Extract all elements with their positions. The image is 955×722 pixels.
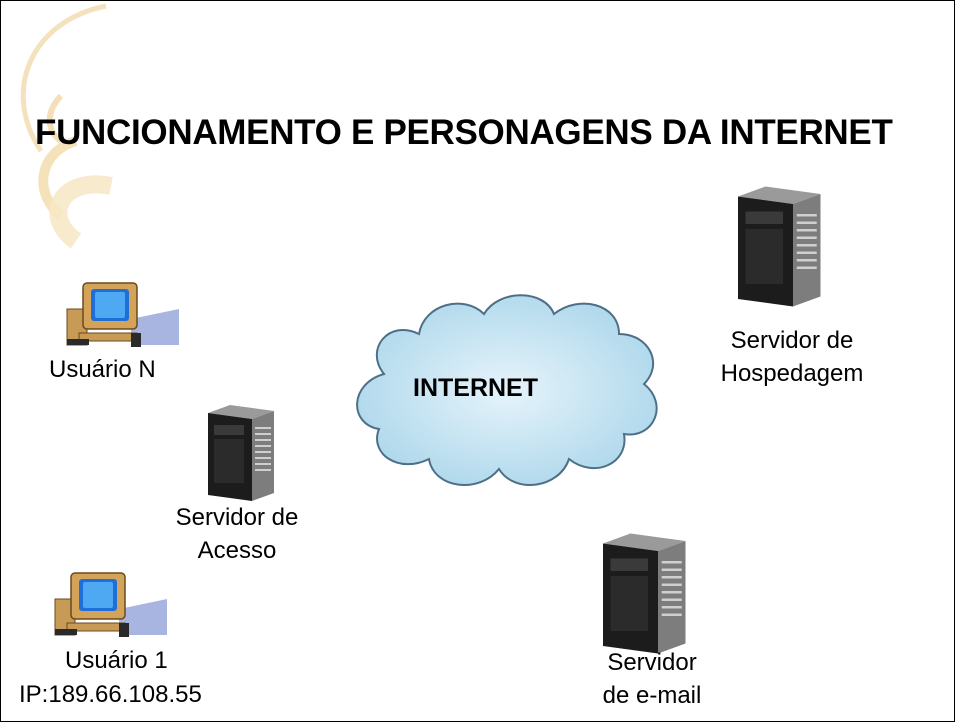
server-icon: [208, 405, 274, 501]
email-server-label-line1: Servidor: [607, 649, 697, 676]
internet-cloud-icon: [356, 294, 658, 486]
hosting-server-label: Servidor de Hospedagem: [701, 324, 883, 390]
access-server-label-line1: Servidor de: [175, 504, 299, 531]
server-icon: [603, 533, 686, 654]
cloud-label: INTERNET: [413, 374, 538, 402]
hosting-server-label-line2: Hospedagem: [720, 360, 864, 387]
access-server-label-line2: Acesso: [197, 537, 277, 564]
hosting-server-label-line1: Servidor de: [730, 327, 854, 354]
server-icon: [738, 186, 821, 307]
user-n-label: Usuário N: [49, 356, 156, 383]
email-server-label: Servidor de e-mail: [577, 646, 727, 712]
email-server-label-line2: de e-mail: [602, 682, 702, 709]
slide-title: FUNCIONAMENTO E PERSONAGENS DA INTERNET: [35, 113, 893, 152]
user-1-ip: IP:189.66.108.55: [19, 681, 202, 708]
user-1-label: Usuário 1: [65, 647, 168, 674]
computer-icon: [54, 572, 167, 637]
access-server-label: Servidor de Acesso: [161, 501, 313, 567]
computer-icon: [66, 282, 179, 347]
decorative-arcs: [20, 3, 113, 249]
